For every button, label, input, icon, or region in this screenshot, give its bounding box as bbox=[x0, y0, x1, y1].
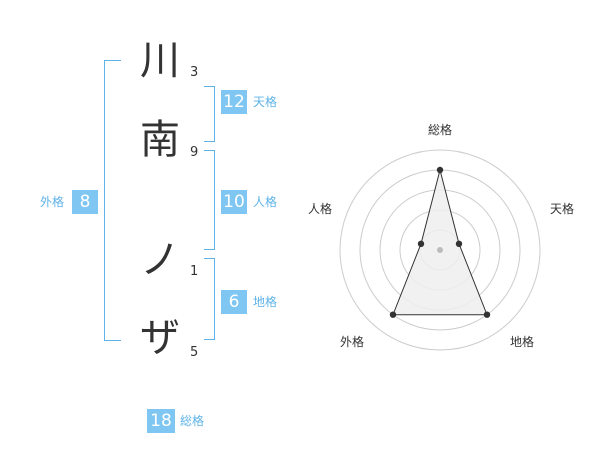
name-char-2-strokes: 9 bbox=[190, 145, 199, 160]
chikaku-bracket bbox=[204, 258, 215, 340]
tenkaku-bracket bbox=[204, 86, 215, 142]
tenkaku-value: 12 bbox=[221, 90, 247, 114]
radar-point-4 bbox=[417, 240, 425, 247]
name-char-1: 川 bbox=[140, 38, 180, 84]
radar-axis-label-chikaku: 地格 bbox=[510, 335, 535, 349]
gaikaku-label: 外格 bbox=[40, 195, 65, 209]
radar-point-0 bbox=[436, 166, 444, 174]
name-char-1-strokes: 3 bbox=[190, 65, 199, 80]
radar-point-3 bbox=[389, 311, 397, 318]
chikaku-value: 6 bbox=[221, 290, 247, 314]
radar-axis-label-jinkaku: 人格 bbox=[308, 202, 333, 216]
soukaku-value: 18 bbox=[147, 409, 175, 433]
chikaku-label: 地格 bbox=[253, 295, 278, 309]
radar-polygon bbox=[392, 169, 488, 316]
radar-axis-label-soukaku: 総格 bbox=[428, 123, 453, 137]
name-char-4: ザ bbox=[140, 315, 180, 361]
jinkaku-value: 10 bbox=[221, 190, 247, 214]
soukaku-label: 総格 bbox=[180, 414, 205, 428]
jinkaku-bracket bbox=[204, 150, 215, 250]
name-char-4-strokes: 5 bbox=[190, 345, 199, 360]
radar-axis-label-tenkaku: 天格 bbox=[550, 202, 575, 216]
name-char-3: ノ bbox=[140, 237, 180, 283]
radar-ring bbox=[339, 149, 541, 351]
radar-axis-label-gaikaku: 外格 bbox=[340, 335, 365, 349]
jinkaku-label: 人格 bbox=[253, 195, 278, 209]
radar-center-dot bbox=[437, 247, 443, 253]
radar-point-1 bbox=[455, 240, 463, 247]
gaikaku-value: 8 bbox=[72, 190, 98, 214]
name-char-3-strokes: 1 bbox=[190, 264, 199, 279]
name-char-2: 南 bbox=[140, 117, 180, 163]
radar-point-2 bbox=[483, 311, 491, 318]
gaikaku-bracket bbox=[104, 60, 121, 341]
tenkaku-label: 天格 bbox=[253, 95, 278, 109]
